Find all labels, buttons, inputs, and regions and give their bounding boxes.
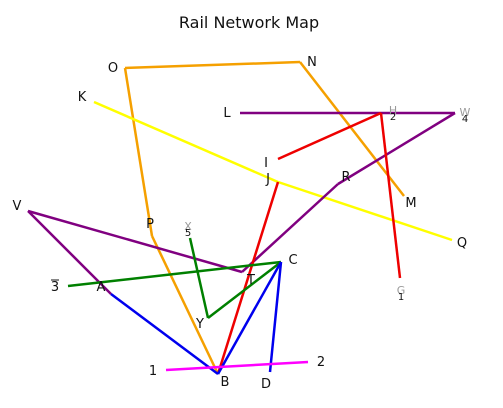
rail-segment-j-b: [216, 181, 280, 375]
station-sublabel-g: 1: [398, 292, 404, 303]
station-label-s2: 2: [317, 355, 325, 370]
station-sublabel-x: 5: [185, 228, 191, 239]
rail-segment-a-b: [110, 292, 219, 376]
rail-segment-h-g: [379, 112, 402, 279]
station-label-z: 3: [51, 280, 59, 295]
rail-segment-b-c: [216, 261, 283, 375]
station-labels: O N K L H W IJ R M V P X Q C T A 3 G Y B D 1 2 2 4 5 1: [13, 55, 471, 392]
rail-segment-y-c: [207, 261, 282, 319]
rail-segment-j-q: [277, 180, 453, 242]
rail-segment-z-c: [67, 260, 282, 288]
station-label-w: W: [460, 106, 471, 119]
station-label-m: M: [405, 196, 416, 211]
station-label-g: G: [397, 284, 406, 297]
rail-segment-s1-s2: [165, 360, 309, 372]
station-label-i: I: [264, 156, 268, 171]
rail-segment-x-y: [188, 237, 210, 319]
rail-segment-r-w: [337, 111, 456, 186]
rail-segment-i-h: [277, 111, 382, 161]
station-label-o: O: [108, 61, 118, 76]
station-label-h: H: [389, 104, 397, 117]
rail-segment-n-m: [299, 61, 405, 197]
rail-segment-c-d: [268, 261, 283, 373]
rail-segment-o-n: [124, 60, 301, 70]
station-label-t: T: [246, 273, 255, 288]
station-label-y: Y: [195, 317, 204, 332]
rail-segment-v-a: [27, 210, 112, 295]
station-label-q: Q: [457, 236, 467, 251]
station-label-j: J: [265, 172, 270, 187]
rail-lines: [27, 60, 456, 376]
station-label-a: A: [97, 280, 106, 295]
rail-segment-o-p: [123, 67, 154, 237]
station-label-r: R: [341, 170, 350, 185]
station-sublabel-h: 2: [390, 112, 396, 123]
rail-segment-r-t: [241, 183, 339, 273]
station-label-k: K: [78, 90, 87, 105]
station-label-x: X: [184, 220, 192, 233]
rail-segment-k-j: [93, 100, 279, 184]
station-label-v: V: [13, 199, 22, 214]
station-label-l: L: [223, 106, 231, 121]
station-label-c: C: [288, 253, 297, 268]
station-label-p: P: [146, 217, 154, 232]
rail-segment-p-b: [150, 235, 220, 375]
map-title: Rail Network Map: [179, 13, 319, 32]
station-sublabel-w: 4: [462, 114, 468, 125]
station-label-n: N: [307, 55, 317, 70]
rail-segment-v-t: [27, 209, 243, 274]
station-label-d: D: [261, 377, 271, 392]
station-label-s1: 1: [149, 364, 157, 379]
station-label-b: B: [221, 375, 230, 390]
